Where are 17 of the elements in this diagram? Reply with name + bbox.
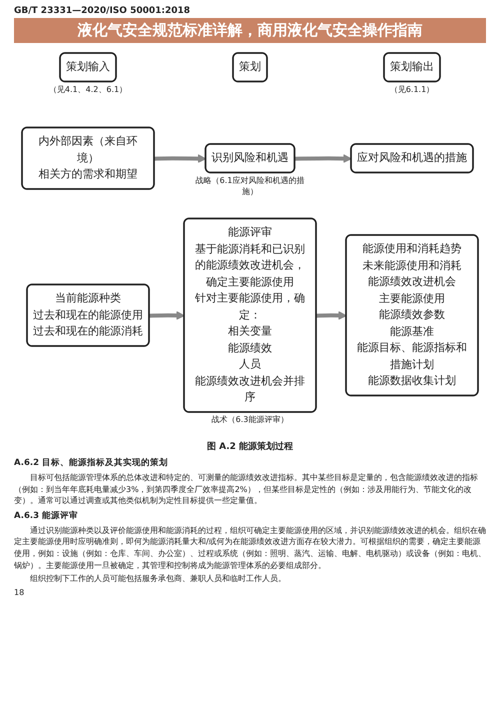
- node-note: （见6.1.1）: [388, 84, 436, 94]
- page-header: GB/T 23331—2020/ISO 50001:2018: [14, 6, 192, 16]
- section-heading: A.6.2 目标、能源指标及其实现的策划: [14, 457, 169, 469]
- arrow: [149, 311, 185, 320]
- arrow: [154, 154, 206, 164]
- paragraph: 通过识别能源种类以及评价能源使用和能源消耗的过程，组织可确定主要能源使用的区域，并识别能源绩效改进的机会。组织在确定主要能源使用时应明确准则，即何为能源消耗量大和/或何为在能源绩效改进方面存在较大潜力。可根据组织的需要，确定主要能源使用，例如：设施（例如：仓库、车间、办公室）、过程或系统（例如：照明、蒸汽、运输、电解、电机驱动）或设备（例如：电机、锅炉）。主要能源使用一旦被确定，其管理和控制将成为能源管理体系的必要组成部分。: [14, 524, 486, 572]
- arrow: [294, 154, 352, 163]
- section-heading: A.6.3 能源评审: [14, 510, 79, 522]
- paragraph: 目标可包括能源管理体系的总体改进和特定的、可测量的能源绩效改进指标。其中某些目标是定量的，包含能源绩效改进的指标（例如：到当年年底耗电量减少3%，到第四季度全厂效率提高2%），但某些目标是定性的（例如：涉及用能行为、节能文化的改变）。通常可以通过调查或其他类似机制为定性目标提供一些定量值。: [14, 472, 479, 507]
- title-banner: 液化气安全规范标准详解，商用液化气安全操作指南: [14, 18, 486, 43]
- node-note: （见4.1、4.2、6.1）: [48, 84, 128, 94]
- paragraph: 组织控制下工作的人员可能包括服务承包商、兼职人员和临时工作人员。: [29, 573, 287, 585]
- arrow: [316, 311, 347, 320]
- figure-caption: 图 A.2 能源策划过程: [206, 440, 294, 453]
- node-note: 战略（6.1应对风险和机遇的措施）: [196, 174, 304, 196]
- page-number: 18: [14, 588, 26, 597]
- node-note: 战术（6.3能源评审）: [210, 414, 290, 425]
